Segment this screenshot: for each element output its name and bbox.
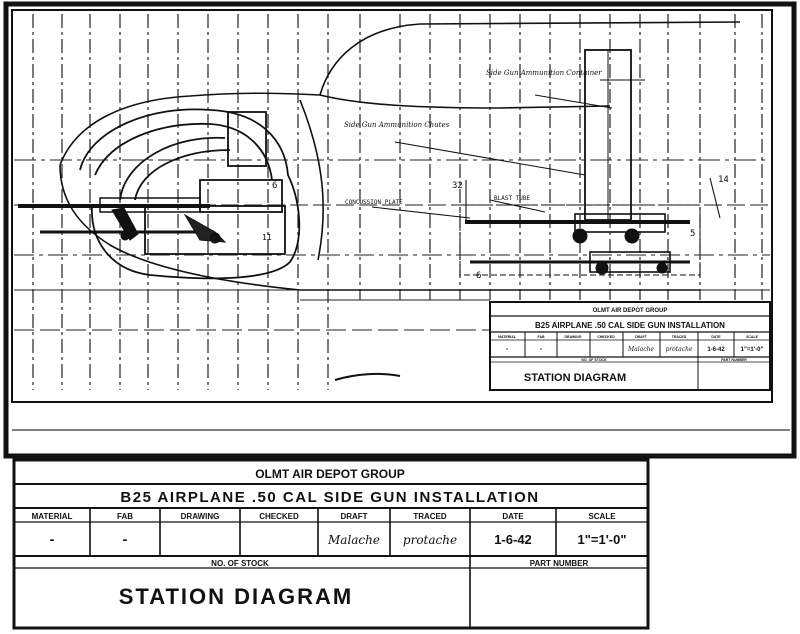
tb-small-value-6: 1-6-42 — [707, 347, 725, 353]
tb-large-name: STATION DIAGRAM — [119, 584, 354, 609]
tb-small-value-4: Malache — [627, 346, 654, 353]
dim-32: 32 — [452, 181, 463, 191]
dim-14: 14 — [718, 175, 729, 185]
label-ammo-container: Side Gun Ammunition Container — [486, 69, 602, 77]
tb-small-header-0: MATERIAL — [498, 335, 517, 339]
dim-6: 6 — [476, 271, 481, 281]
tb-small-value-1: - — [540, 346, 543, 353]
tb-large-value-4: Malache — [327, 533, 380, 547]
title-block-small: OLMT AIR DEPOT GROUP B25 AIRPLANE .50 CA… — [489, 301, 771, 391]
tb-large-header-0: MATERIAL — [32, 512, 73, 521]
tb-large-header-3: CHECKED — [259, 512, 299, 521]
ammo-container — [79, 108, 301, 280]
tb-small-value-7: 1"=1'-0" — [741, 347, 764, 353]
tb-large-title: B25 AIRPLANE .50 CAL SIDE GUN INSTALLATI… — [120, 489, 539, 506]
tb-large-depot: OLMT AIR DEPOT GROUP — [255, 467, 405, 481]
tb-large-header-5: TRACED — [413, 512, 447, 521]
tb-small-header-7: SCALE — [746, 335, 759, 339]
dim-left-6: 6 — [272, 181, 277, 191]
label-concussion-plate: CONCUSSION PLATE — [345, 199, 403, 206]
dim-11: 11 — [262, 233, 272, 242]
tb-large-header-4: DRAFT — [340, 512, 367, 521]
left-gun-assembly — [18, 197, 227, 244]
tb-small-part-number: PART NUMBER — [721, 358, 747, 362]
fuselage-outline — [59, 21, 741, 291]
tb-small-stock: NO. OF STOCK — [581, 358, 607, 362]
tb-large-value-7: 1"=1'-0" — [577, 532, 626, 547]
tb-large-header-7: SCALE — [588, 512, 616, 521]
tb-small-header-2: DRAWING — [565, 335, 582, 339]
tb-small-header-5: TRACED — [672, 335, 687, 339]
reference-lines — [14, 159, 770, 331]
tb-large-value-5: protache — [403, 533, 457, 547]
tb-small-title: B25 AIRPLANE .50 CAL SIDE GUN INSTALLATI… — [535, 321, 725, 330]
tb-large-part-number: PART NUMBER — [530, 559, 589, 568]
tb-large-header-6: DATE — [502, 512, 524, 521]
dim-5: 5 — [690, 229, 695, 239]
label-blast-tube: BLAST TUBE — [494, 195, 531, 202]
tb-large-stock: NO. OF STOCK — [211, 559, 269, 568]
tb-small-name: STATION DIAGRAM — [524, 372, 626, 384]
tb-small-value-5: protache — [665, 346, 693, 353]
upper-sheet-frame — [3, 1, 797, 459]
tb-large-value-6: 1-6-42 — [494, 532, 532, 547]
tb-small-header-4: DRAFT — [635, 335, 648, 339]
leader-lines — [371, 94, 721, 220]
tb-small-header-1: FAB — [538, 335, 545, 339]
label-ammo-chutes: Side Gun Ammunition Chutes — [344, 121, 450, 129]
tb-large-header-1: FAB — [117, 512, 133, 521]
stray-mark — [334, 372, 401, 381]
tb-small-depot: OLMT AIR DEPOT GROUP — [593, 308, 668, 314]
tb-small-header-6: DATE — [711, 335, 721, 339]
tb-small-value-0: - — [506, 346, 509, 353]
drawing-annotations: Side Gun Ammunition Container Side Gun A… — [262, 69, 729, 281]
tb-large-header-2: DRAWING — [181, 512, 220, 521]
title-block-large: OLMT AIR DEPOT GROUP B25 AIRPLANE .50 CA… — [12, 458, 650, 630]
tb-large-value-1: - — [123, 531, 128, 547]
right-gun-assembly — [459, 49, 701, 276]
tb-large-value-0: - — [50, 531, 55, 547]
tb-small-header-3: CHECKED — [597, 335, 615, 339]
